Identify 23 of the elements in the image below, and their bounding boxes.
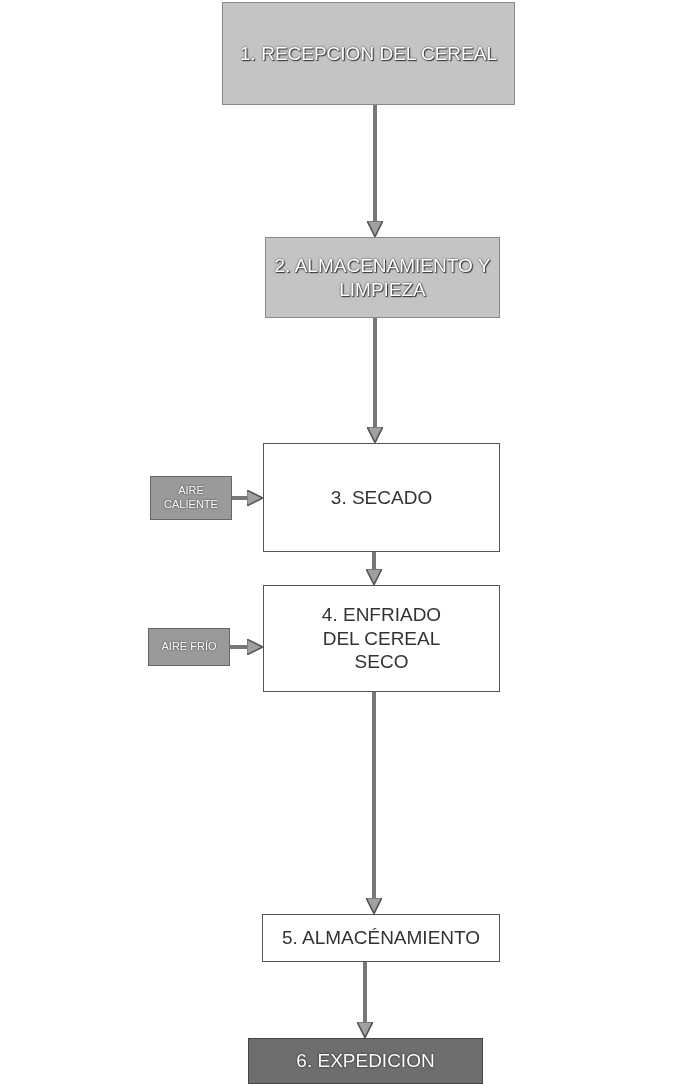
- arrow: [365, 692, 383, 915]
- arrow: [232, 489, 264, 507]
- process-box: [263, 585, 500, 692]
- box-label: 4. ENFRIADO DEL CEREAL SECO: [320, 602, 443, 675]
- process-box: [222, 2, 515, 105]
- process-box: [148, 628, 230, 666]
- box-label: 2. ALMACENAMIENTO Y LIMPIEZA: [273, 253, 492, 302]
- box-label: AIRE CALIENTE: [163, 484, 219, 512]
- arrow: [356, 962, 374, 1039]
- arrow: [366, 318, 384, 444]
- process-box: [262, 914, 500, 962]
- box-label: 5. ALMACÉNAMIENTO: [281, 926, 481, 950]
- box-label: AIRE FRÍO: [161, 640, 217, 654]
- process-box: [248, 1038, 483, 1084]
- box-label: 6. EXPEDICION: [296, 1049, 435, 1073]
- box-label: 3. SECADO: [330, 485, 433, 510]
- box-label: 1. RECEPCION DEL CEREAL: [240, 41, 497, 66]
- arrow: [230, 638, 264, 656]
- arrow: [366, 105, 384, 238]
- process-box: [263, 443, 500, 552]
- process-box: [150, 476, 232, 520]
- arrow: [365, 552, 383, 586]
- process-box: [265, 237, 500, 318]
